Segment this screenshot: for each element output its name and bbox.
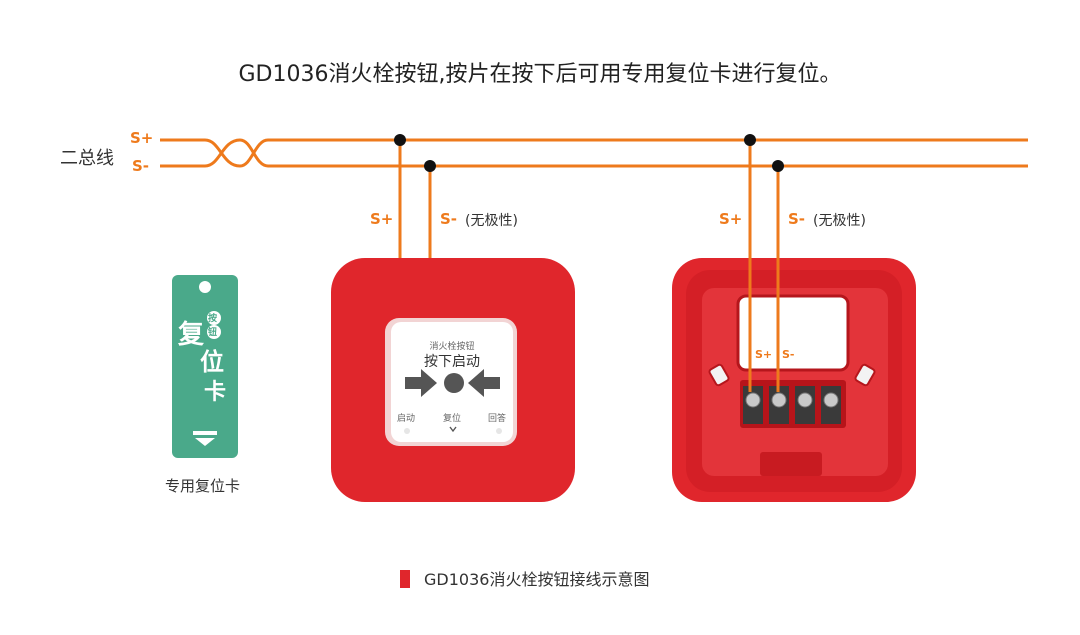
- right-tap-wires: [748, 140, 780, 392]
- bus-wires: [160, 138, 1028, 168]
- caption-marker-icon: [400, 570, 410, 588]
- terminal-s-minus-label: S-: [782, 348, 795, 361]
- button-small-title: 消火栓按钮: [429, 342, 475, 352]
- button-label-start: 启动: [397, 414, 416, 424]
- junction-dot: [394, 134, 406, 146]
- left-s-plus-label: S+: [370, 210, 394, 228]
- bus-label: 二总线: [60, 148, 114, 169]
- card-badge-2: 钮: [208, 328, 218, 338]
- arrow-left-icon: [468, 369, 500, 397]
- led-answer-icon: [496, 428, 502, 434]
- junction-dots: [394, 134, 784, 172]
- bus-wire-s-minus: [160, 138, 1028, 168]
- arrow-right-icon: [405, 369, 437, 397]
- push-circle-icon: [444, 373, 464, 393]
- junction-dot: [744, 134, 756, 146]
- button-main-text: 按下启动: [424, 354, 480, 370]
- reset-card: [172, 275, 238, 458]
- screw-2-icon: [771, 392, 787, 408]
- right-polarity-note: (无极性): [813, 213, 866, 229]
- left-polarity-note: (无极性): [465, 213, 518, 229]
- terminal-s-plus-label: S+: [755, 348, 773, 361]
- button-label-answer: 回答: [488, 414, 507, 424]
- card-char-3: 卡: [204, 380, 227, 405]
- card-char-2: 位: [200, 348, 224, 376]
- chevron-down-icon: [449, 426, 457, 433]
- screw-3-icon: [797, 392, 813, 408]
- bus-s-plus-label: S+: [130, 129, 154, 147]
- card-char-1: 复: [178, 320, 205, 350]
- right-s-minus-label: S-: [788, 210, 806, 228]
- right-s-plus-label: S+: [719, 210, 743, 228]
- reset-card-caption: 专用复位卡: [165, 477, 241, 495]
- card-arrow-down-icon: [195, 438, 215, 446]
- screw-1-icon: [745, 392, 761, 408]
- bus-s-minus-label: S-: [132, 157, 150, 175]
- tap-wires: [398, 140, 432, 262]
- junction-dot: [772, 160, 784, 172]
- button-front-device: [331, 258, 575, 502]
- screw-4-icon: [823, 392, 839, 408]
- led-start-icon: [404, 428, 410, 434]
- back-box-device: [672, 258, 916, 502]
- page-title: GD1036消火栓按钮,按片在按下后可用专用复位卡进行复位。: [238, 62, 842, 87]
- left-s-minus-label: S-: [440, 210, 458, 228]
- figure-caption-text: GD1036消火栓按钮接线示意图: [424, 570, 650, 589]
- card-hole-icon: [199, 281, 211, 293]
- figure-caption: GD1036消火栓按钮接线示意图: [400, 566, 649, 590]
- card-badge-1: 按: [208, 314, 218, 324]
- junction-dot: [424, 160, 436, 172]
- button-label-reset: 复位: [443, 414, 462, 424]
- bus-wire-s-plus: [160, 138, 1028, 168]
- terminal-block: [743, 386, 841, 424]
